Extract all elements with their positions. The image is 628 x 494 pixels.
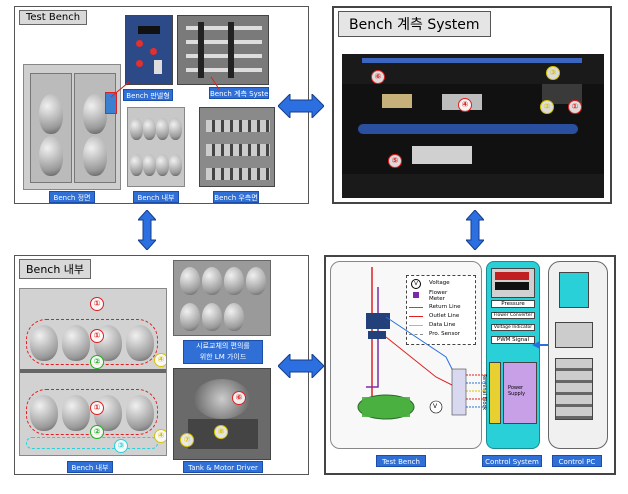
bench-panel-photo: [125, 15, 173, 85]
arrow-horizontal-bottom: [278, 354, 324, 378]
bench-front-photo: [23, 64, 121, 190]
test-bench-panel: Test Bench Bench 정면 Bench 판넬형 Bench 내부: [14, 6, 309, 204]
lm-guide-photo: [173, 260, 271, 336]
caption-control-pc: Control PC: [552, 455, 602, 467]
power-supply: Power Supply: [503, 362, 537, 424]
measure-marker-4: ④: [458, 98, 472, 112]
caption-schematic-test-bench: Test Bench: [376, 455, 426, 467]
control-item-1: Flower Converter: [491, 312, 535, 319]
measure-system-panel: Bench 계측 System ⑥ ④ ⑤ ③ ② ①: [332, 6, 612, 204]
inside-marker-4b: ④: [154, 429, 166, 443]
inside-marker-7: ⑦: [180, 433, 194, 447]
control-item-3: PWM Signal: [491, 336, 535, 344]
measure-system-title: Bench 계측 System: [338, 11, 491, 37]
bench-inside-panel: Bench 내부 ① ① ② ④ ① ② ④ ③ Bench 내부 시료교체의 …: [14, 255, 309, 475]
inside-marker-6: ⑥: [232, 391, 246, 405]
legend-outlet-line: Outlet Line: [429, 313, 460, 319]
measure-marker-6: ⑥: [371, 70, 385, 84]
caption-bench-panel: Bench 판넬형: [123, 89, 173, 101]
measure-marker-1: ①: [568, 100, 582, 114]
inside-marker-1b: ①: [90, 329, 104, 343]
schematic-voltage-mark: V: [433, 403, 438, 410]
bench-right-photo: [199, 107, 275, 187]
caption-bench-inside: Bench 내부: [133, 191, 179, 203]
legend-pro-sensor: Pro. Sensor: [429, 331, 460, 337]
test-bench-title: Test Bench: [19, 10, 88, 25]
caption-lm-guide: 시료교체의 편의를 위한 LM 가이드: [183, 340, 263, 364]
inside-marker-3: ③: [114, 439, 128, 453]
legend-return-line: Return Line: [429, 304, 461, 310]
tank-motor-photo: ⑥ ⑧ ⑦: [173, 368, 271, 460]
terminal-block: Terminal Block: [481, 362, 501, 424]
bench-measure-photo: [177, 15, 269, 85]
measure-marker-5: ⑤: [388, 154, 402, 168]
legend-voltage: Voltage: [429, 280, 450, 286]
measure-marker-2: ②: [540, 100, 554, 114]
inside-marker-1c: ①: [90, 401, 104, 415]
measure-system-photo: ⑥ ④ ⑤ ③ ② ①: [342, 54, 604, 198]
bench-inside-title: Bench 내부: [19, 259, 92, 279]
caption-bench-right: Bench 우측면: [213, 191, 259, 203]
inside-marker-1a: ①: [90, 297, 104, 311]
inside-marker-2b: ②: [90, 425, 104, 439]
legend-flower-meter: Flower Meter: [429, 290, 448, 302]
control-item-2: Voltage Indicator: [491, 324, 535, 331]
caption-bench-front: Bench 정면: [49, 191, 95, 203]
legend-data-line: Data Line: [429, 322, 456, 328]
legend-box: V Voltage Flower Meter Return Line Outle…: [406, 275, 476, 345]
measure-marker-3: ③: [546, 66, 560, 80]
caption-inside-large: Bench 내부: [67, 461, 113, 473]
bench-inside-photo: [127, 107, 185, 187]
inside-marker-2a: ②: [90, 355, 104, 369]
arrow-horizontal-top: [278, 94, 324, 118]
caption-tank-motor: Tank & Motor Driver: [183, 461, 263, 473]
caption-control-system: Control System: [482, 455, 542, 467]
arrow-vertical-right: [466, 210, 484, 250]
schematic-control-frame: Pressure Flower Converter Voltage Indica…: [481, 261, 540, 449]
legend-voltage-symbol: V: [411, 279, 421, 289]
inside-marker-8: ⑧: [214, 425, 228, 439]
control-item-0: Pressure: [491, 300, 535, 308]
schematic-pc-frame: [548, 261, 608, 449]
caption-bench-measure: Bench 계측 System: [209, 87, 275, 99]
arrow-vertical-left: [138, 210, 156, 250]
bench-inside-large-photo: ① ① ② ④ ① ② ④ ③: [19, 288, 167, 456]
schematic-panel: Pressure Flower Converter Voltage Indica…: [324, 255, 616, 475]
inside-marker-4a: ④: [154, 353, 166, 367]
